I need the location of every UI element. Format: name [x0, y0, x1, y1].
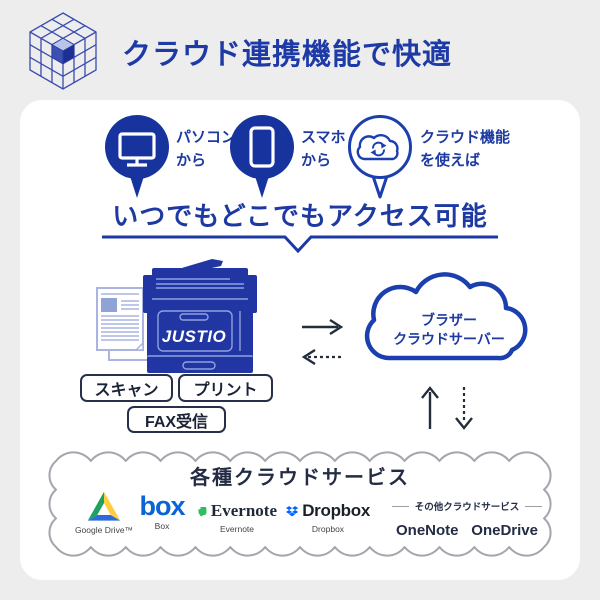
- cloud-bubble: [348, 115, 412, 199]
- headline-underline: [102, 235, 498, 254]
- dropbox-wordmark: Dropbox: [302, 501, 370, 520]
- arrow-up-icon: [421, 386, 439, 429]
- pc-bubble: [105, 115, 169, 198]
- headline: いつでもどこでもアクセス可能: [112, 201, 488, 231]
- service-dropbox: Dropbox Dropbox: [286, 501, 370, 534]
- box-caption: Box: [154, 521, 170, 531]
- pc-bubble-label: パソコン から: [176, 129, 237, 169]
- others-title: その他クラウドサービス: [414, 502, 520, 513]
- dropbox-icon: [286, 505, 299, 516]
- cube-lattice-logo: [29, 12, 97, 90]
- service-google-drive: Google Drive™: [72, 491, 136, 535]
- smartphone-bubble-label: スマホ から: [301, 129, 346, 169]
- service-others: その他クラウドサービス OneNote OneDrive: [392, 499, 542, 539]
- services-cloud-shape: [48, 451, 552, 557]
- monitor-icon: [118, 132, 156, 167]
- right-dash: [525, 505, 542, 507]
- tag-fax: FAX受信: [127, 406, 226, 433]
- cloud-server-label: ブラザー クラウドサーバー: [393, 312, 505, 347]
- box-wordmark: box: [139, 491, 185, 521]
- arrow-from-cloud-icon: [301, 348, 342, 366]
- google-drive-caption: Google Drive™: [74, 525, 134, 535]
- smartphone-icon: [249, 126, 275, 168]
- cloud-bubble-label: クラウド機能 を使えば: [420, 129, 511, 169]
- left-dash: [392, 505, 409, 507]
- service-onedrive: OneDrive: [471, 522, 538, 539]
- center-cube-icon: [51, 37, 75, 65]
- arrow-to-cloud-icon: [302, 318, 344, 336]
- cloud-sync-icon: [356, 134, 399, 161]
- mfp-printer-icon: JUSTIO: [143, 259, 257, 373]
- dropbox-caption: Dropbox: [311, 524, 345, 534]
- evernote-caption: Evernote: [219, 524, 255, 534]
- tag-scan: スキャン: [80, 374, 173, 402]
- arrow-down-icon: [455, 387, 473, 430]
- cloud-server-shape: [364, 272, 528, 361]
- service-onenote: OneNote: [396, 522, 459, 539]
- google-drive-icon: [87, 491, 121, 521]
- printer-brand: JUSTIO: [162, 327, 226, 346]
- service-box: box Box: [138, 491, 186, 532]
- printer-illustration: JUSTIO: [96, 259, 257, 373]
- evernote-wordmark: Evernote: [210, 501, 277, 520]
- page-title: クラウド連携機能で快適: [122, 39, 453, 71]
- evernote-icon: [198, 506, 207, 516]
- services-title: 各種クラウドサービス: [190, 467, 410, 489]
- service-evernote: Evernote Evernote: [197, 501, 277, 534]
- tag-print: プリント: [178, 374, 273, 402]
- smartphone-bubble: [230, 115, 294, 198]
